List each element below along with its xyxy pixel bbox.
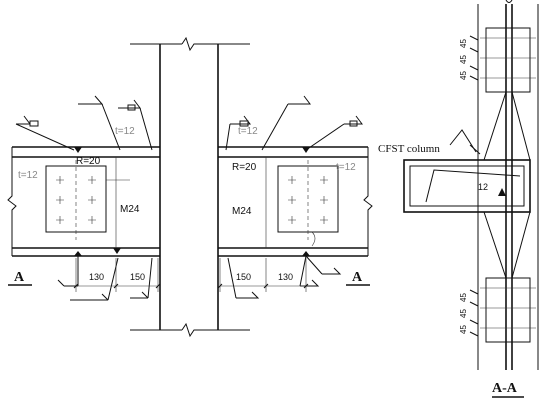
- bolt-spacing-label-1: 45: [459, 39, 468, 48]
- bolt-spacing-label-6: 45: [459, 325, 468, 334]
- bolt-size-label-left: M24: [120, 204, 140, 215]
- thickness-label-left-top: t=12: [115, 126, 135, 137]
- left-beam-elevation: [7, 95, 161, 301]
- thickness-label-left-plate: t=12: [18, 170, 38, 181]
- dimension-150-right: 150: [236, 272, 251, 282]
- fillet-radius-label-left: R=20: [76, 156, 101, 167]
- cfst-column-label: CFST column: [378, 143, 440, 155]
- bolt-spacing-label-2: 45: [459, 55, 468, 64]
- section-a-a-view: [403, 0, 539, 398]
- dimension-150-left: 150: [130, 272, 145, 282]
- section-title: A-A: [492, 381, 518, 396]
- section-mark-left: A: [14, 270, 25, 285]
- fillet-radius-label-right: R=20: [232, 162, 257, 173]
- bolt-spacing-label-3: 45: [459, 71, 468, 80]
- weld-size-label: 12: [478, 182, 488, 192]
- thickness-label-right-top: t=12: [238, 126, 258, 137]
- section-mark-right: A: [352, 270, 363, 285]
- right-beam-elevation: [217, 95, 373, 299]
- steel-column-elevation: [130, 36, 250, 338]
- bolt-spacing-label-4: 45: [459, 293, 468, 302]
- thickness-label-right-plate: t=12: [336, 162, 356, 173]
- bolt-spacing-label-5: 45: [459, 309, 468, 318]
- dimension-130-right: 130: [278, 272, 293, 282]
- bolt-size-label-right: M24: [232, 206, 252, 217]
- dimension-130-left: 130: [89, 272, 104, 282]
